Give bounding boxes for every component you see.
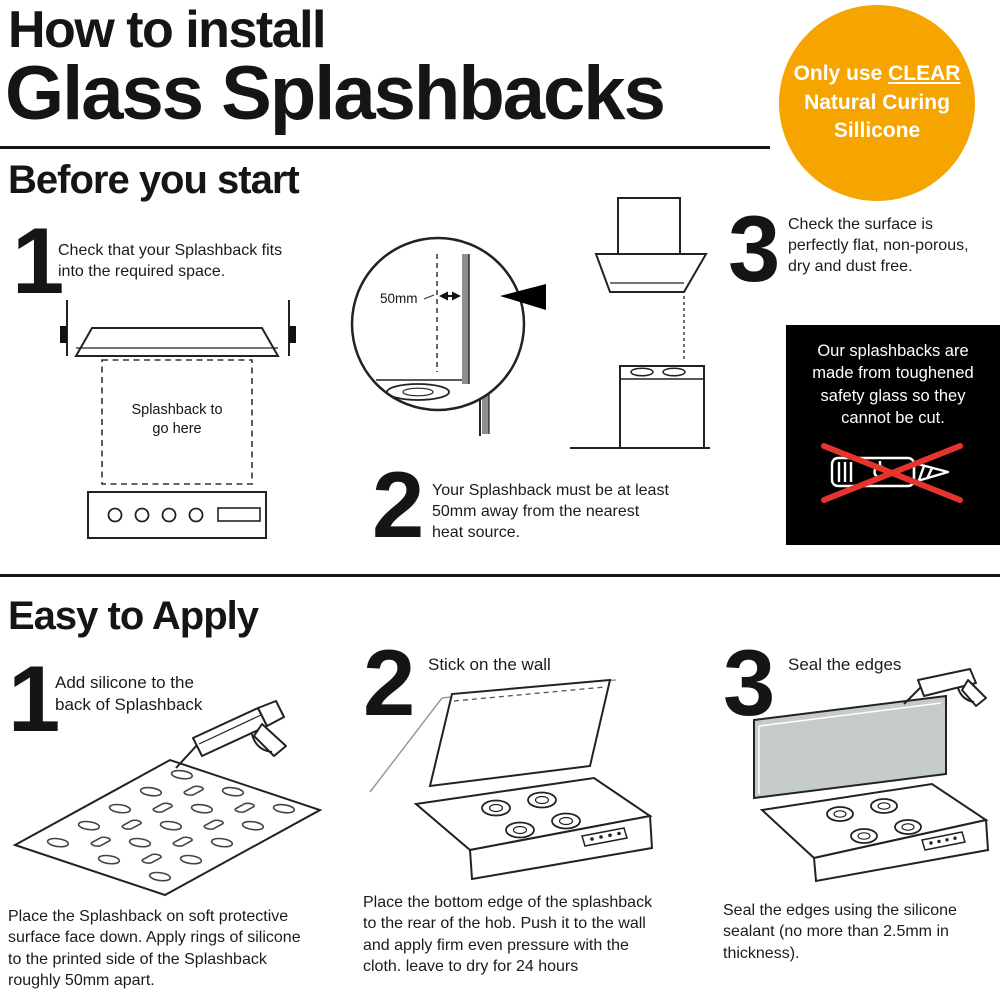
splashback-panel-leaning bbox=[428, 678, 612, 788]
control-strip bbox=[921, 831, 966, 851]
badge-line2: Natural Curing bbox=[804, 90, 950, 114]
splashback-panel-installed bbox=[753, 694, 947, 800]
badge-line1: Only use CLEAR bbox=[794, 60, 961, 88]
splashback-panel-face-down bbox=[15, 760, 320, 895]
utility-knife-icon bbox=[821, 442, 963, 503]
measurement-label: 50mm bbox=[380, 291, 418, 306]
diagram-stick-on-wall bbox=[369, 678, 654, 880]
before-step3-text: Check the surface is perfectly flat, non… bbox=[788, 216, 969, 276]
page-title-line1: How to install bbox=[8, 1, 327, 59]
before-step1-number: 1 bbox=[12, 208, 65, 313]
silicone-rings bbox=[44, 769, 298, 883]
hob-icon bbox=[413, 776, 654, 880]
magnifier-circle bbox=[350, 236, 526, 412]
before-step2-number: 2 bbox=[372, 452, 425, 557]
apply-step3-number: 3 bbox=[723, 630, 776, 735]
apply-step3-label: Seal the edges bbox=[788, 655, 902, 674]
magnifier-detail: 50mm bbox=[376, 254, 470, 401]
apply-step1-caption: Place the Splashback on soft protective … bbox=[8, 908, 301, 989]
red-cross-icon bbox=[821, 442, 963, 503]
wall-bracket-right bbox=[289, 326, 296, 343]
diagram-seal-edges bbox=[753, 668, 990, 883]
magnifier-pointer bbox=[500, 284, 546, 310]
apply-step2-number: 2 bbox=[363, 630, 416, 735]
apply-step1-label: Add silicone to the back of Splashback bbox=[55, 673, 203, 715]
cooker-hood-icon bbox=[594, 197, 708, 293]
warning-text: Our splashbacks are made from toughened … bbox=[812, 342, 974, 428]
caulk-gun-icon bbox=[903, 668, 987, 707]
badge-line1-underlined: CLEAR bbox=[888, 62, 961, 86]
cooker-icon bbox=[619, 296, 705, 449]
diagram-apply-silicone bbox=[0, 700, 335, 900]
header-rule bbox=[0, 146, 770, 149]
cannot-cut-warning-box: Our splashbacks are made from toughened … bbox=[786, 325, 1000, 545]
cooker-hood-icon bbox=[74, 327, 280, 357]
burners bbox=[826, 798, 922, 844]
badge-line3: Sillicone bbox=[833, 119, 921, 143]
hob-icon bbox=[87, 491, 267, 539]
burners bbox=[481, 791, 581, 839]
apply-step3-caption: Seal the edges using the silicone sealan… bbox=[723, 902, 957, 962]
wall-bracket-left bbox=[60, 326, 67, 343]
diagram-heat-distance: 50mm bbox=[350, 197, 710, 449]
before-section-heading: Before you start bbox=[8, 158, 300, 202]
diagram-fit-check: Splashback to go here bbox=[60, 300, 296, 539]
apply-step2-label: Stick on the wall bbox=[428, 655, 551, 674]
section-divider bbox=[0, 574, 1000, 577]
before-step2-text: Your Splashback must be at least 50mm aw… bbox=[432, 482, 669, 542]
apply-step2-caption: Place the bottom edge of the splashback … bbox=[363, 894, 653, 975]
apply-step1-number: 1 bbox=[8, 646, 61, 751]
apply-section-heading: Easy to Apply bbox=[8, 594, 259, 638]
control-strip bbox=[581, 827, 628, 847]
before-step3-number: 3 bbox=[728, 196, 781, 301]
badge-line1-prefix: Only use bbox=[793, 62, 889, 86]
placement-label-line1: Splashback to bbox=[131, 402, 222, 418]
hob-icon bbox=[759, 782, 990, 883]
placement-label-line2: go here bbox=[152, 421, 201, 437]
clear-silicone-badge: Only use CLEAR Natural Curing Sillicone bbox=[779, 5, 975, 201]
before-step1-text: Check that your Splashback fits into the… bbox=[58, 242, 283, 281]
page-title-line2: Glass Splashbacks bbox=[5, 51, 666, 136]
caulk-gun-icon bbox=[175, 700, 287, 769]
splashback-placement-outline bbox=[101, 359, 253, 485]
